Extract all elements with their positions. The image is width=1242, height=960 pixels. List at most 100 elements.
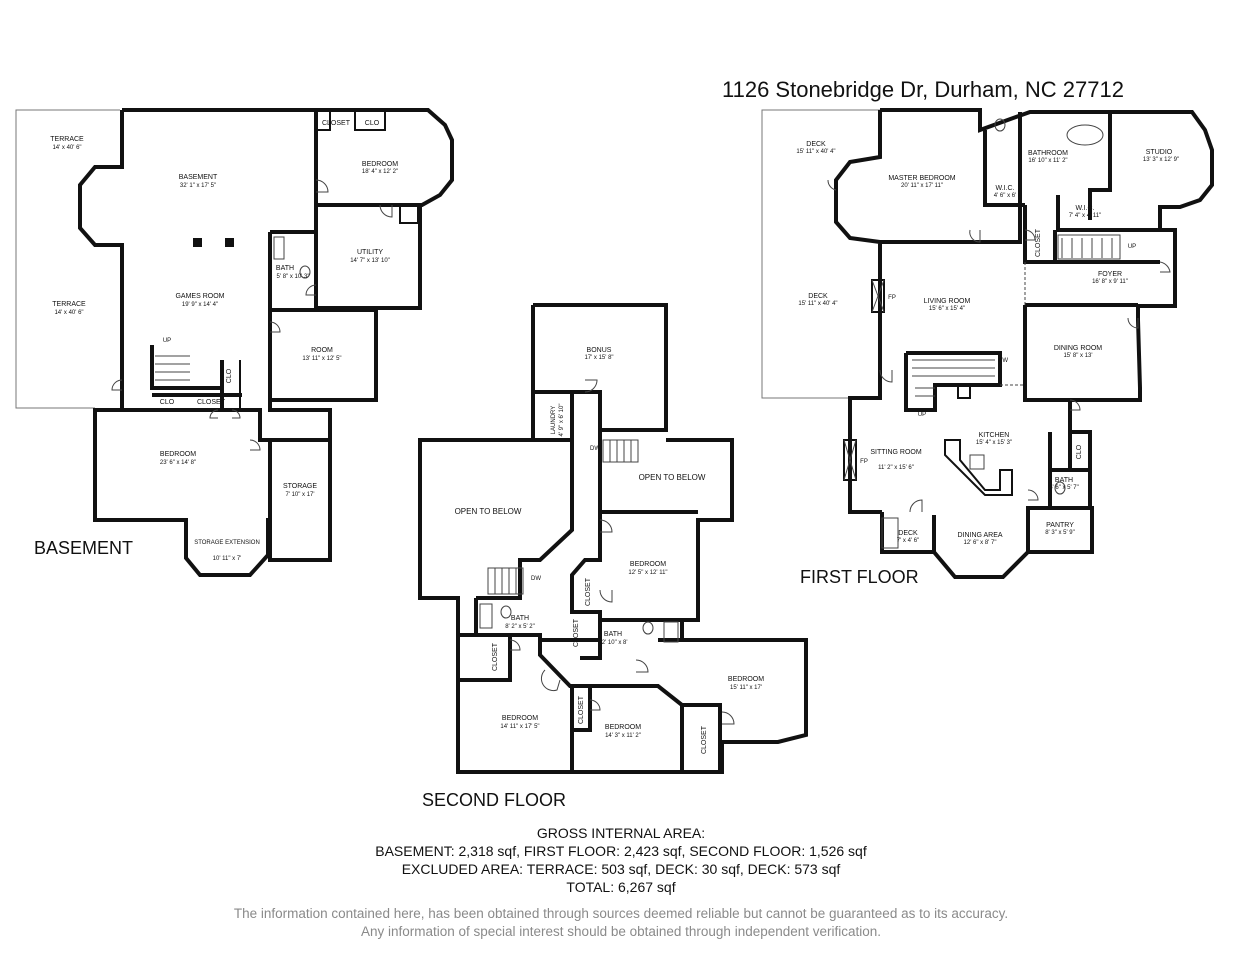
room-dims: 19' 9" x 14' 4" bbox=[182, 302, 218, 308]
room-name: KITCHEN bbox=[979, 432, 1010, 439]
disclaimer: The information contained here, has been… bbox=[0, 905, 1242, 941]
room-dims: 7' x 4' 6" bbox=[897, 538, 919, 544]
second-floor-stairs bbox=[487, 439, 639, 595]
room-name: OPEN TO BELOW bbox=[639, 473, 706, 482]
room-name: SITTING ROOM bbox=[870, 449, 922, 456]
basement-plan: TERRACE 14' x 40' 6" TERRACE 14' x 40' 6… bbox=[15, 108, 454, 577]
room-name: STORAGE EXTENSION bbox=[194, 540, 260, 546]
room-dims: 14' 3" x 11' 2" bbox=[605, 733, 641, 739]
deck-small bbox=[881, 517, 899, 549]
basement-top-wall bbox=[122, 108, 318, 130]
room-name: BEDROOM bbox=[160, 451, 196, 458]
room-dims: 14' x 40' 6" bbox=[52, 145, 81, 151]
deck-outline bbox=[761, 109, 880, 399]
fireplace bbox=[871, 279, 885, 313]
clo-label: CLO bbox=[160, 399, 175, 406]
open-below-wall bbox=[476, 440, 574, 600]
room-dims: 23' 6" x 14' 8" bbox=[160, 460, 196, 466]
room-name: STUDIO bbox=[1146, 149, 1173, 156]
room-dims: 16' 8" x 9' 11" bbox=[1092, 279, 1128, 285]
closet-label: CLOSET bbox=[197, 399, 226, 406]
door-swing bbox=[379, 204, 393, 218]
area-line-gross: BASEMENT: 2,318 sqf, FIRST FLOOR: 2,423 … bbox=[375, 843, 867, 859]
room-dims: 13' 11" x 12' 5" bbox=[302, 356, 341, 362]
clo-top-wall bbox=[354, 110, 386, 131]
door-swing bbox=[1027, 489, 1039, 501]
room-name: OPEN TO BELOW bbox=[455, 507, 522, 516]
area-summary: GROSS INTERNAL AREA: BASEMENT: 2,318 sqf… bbox=[0, 824, 1242, 896]
kitchen-island bbox=[944, 439, 1013, 496]
room-name: TERRACE bbox=[50, 136, 84, 143]
door-swing bbox=[969, 229, 981, 243]
door-swing bbox=[315, 179, 329, 193]
clo-label: CLO bbox=[1076, 444, 1083, 459]
utility-wall bbox=[314, 205, 422, 310]
stairs-up-label: UP bbox=[1128, 244, 1136, 250]
fp-label: FP bbox=[860, 459, 868, 465]
disclaimer-line-2: Any information of special interest shou… bbox=[360, 924, 882, 939]
room-name: DINING AREA bbox=[957, 532, 1002, 539]
column-left bbox=[193, 238, 202, 247]
master-wall bbox=[880, 112, 1022, 244]
basement-stairs bbox=[155, 355, 190, 381]
terrace-outline bbox=[15, 109, 120, 409]
wic-wall bbox=[983, 130, 1025, 207]
bathroom-wall bbox=[1088, 112, 1112, 220]
door-swing bbox=[111, 379, 123, 391]
room-dims: 15' 11" x 17' bbox=[730, 685, 762, 691]
floor-label-basement: BASEMENT bbox=[34, 538, 133, 558]
closet-wall bbox=[458, 635, 512, 682]
room-name: BATHROOM bbox=[1028, 150, 1068, 157]
room-name: FOYER bbox=[1098, 271, 1122, 278]
room-name: BATH bbox=[604, 631, 622, 638]
room-dims: 8' 2" x 5' 2" bbox=[505, 624, 535, 630]
bedroom-top-wall bbox=[314, 108, 454, 207]
room-dims: 4' 9" x 6' 10" bbox=[559, 404, 565, 437]
first-floor-west-wall bbox=[834, 110, 882, 514]
stair-wall bbox=[904, 351, 1002, 412]
closet-label: CLOSET bbox=[585, 577, 592, 606]
room-dims: 4' 6" x 6' bbox=[994, 193, 1016, 199]
clo-wall bbox=[1070, 430, 1092, 472]
room-dims: 12' 10" x 8' bbox=[598, 640, 627, 646]
room-name: BEDROOM bbox=[728, 676, 764, 683]
door-swing bbox=[509, 639, 521, 651]
toilet bbox=[299, 265, 311, 279]
closet-top-wall bbox=[316, 110, 331, 131]
room-name: BEDROOM bbox=[630, 561, 666, 568]
toilet bbox=[500, 605, 512, 619]
kitchen-island-top bbox=[969, 454, 985, 470]
stairs-up-label: UP bbox=[163, 338, 171, 344]
bathtub bbox=[1066, 124, 1104, 146]
closet-label: CLOSET bbox=[492, 642, 499, 671]
closet-label: CLOSET bbox=[322, 120, 351, 127]
toilet bbox=[1054, 481, 1066, 495]
door-swing bbox=[909, 499, 923, 513]
room-dims: 20' 11" x 17' 11" bbox=[901, 183, 943, 189]
room-dims: 32' 1" x 17' 5" bbox=[180, 183, 216, 189]
room-dims: 12' 5" x 12' 11" bbox=[628, 570, 667, 576]
room-name: DECK bbox=[898, 530, 918, 537]
second-floor-plan: BONUS 17' x 15' 8" LAUNDRY 4' 9" x 6' 10… bbox=[418, 303, 808, 810]
dw-label: DW bbox=[531, 576, 541, 582]
dw-label: DW bbox=[998, 358, 1008, 364]
floor-label-first: FIRST FLOOR bbox=[800, 567, 919, 587]
bathtub bbox=[663, 621, 679, 643]
column-right bbox=[225, 238, 234, 247]
closet-wall bbox=[572, 686, 592, 732]
room-name: LAUNDRY bbox=[551, 406, 557, 435]
room-name: W.I.C. bbox=[1075, 205, 1094, 212]
door-swing bbox=[1024, 229, 1036, 241]
room-dims: 7' 4" x 4' 11" bbox=[1069, 213, 1101, 219]
room-dims: 18' 4" x 12' 2" bbox=[362, 169, 398, 175]
door-swing bbox=[599, 519, 613, 533]
room-name: BASEMENT bbox=[179, 174, 218, 181]
toilet bbox=[994, 118, 1006, 132]
room-dims: 16' 10" x 11' 2" bbox=[1028, 158, 1067, 164]
room-dims: 11' 2" x 15' 6" bbox=[878, 465, 914, 471]
area-line-excluded: EXCLUDED AREA: TERRACE: 503 sqf, DECK: 3… bbox=[401, 861, 841, 877]
room-dims: 15' 4" x 15' 3" bbox=[976, 440, 1012, 446]
room-dims: 5' 8" x 10' 3" bbox=[277, 274, 310, 280]
